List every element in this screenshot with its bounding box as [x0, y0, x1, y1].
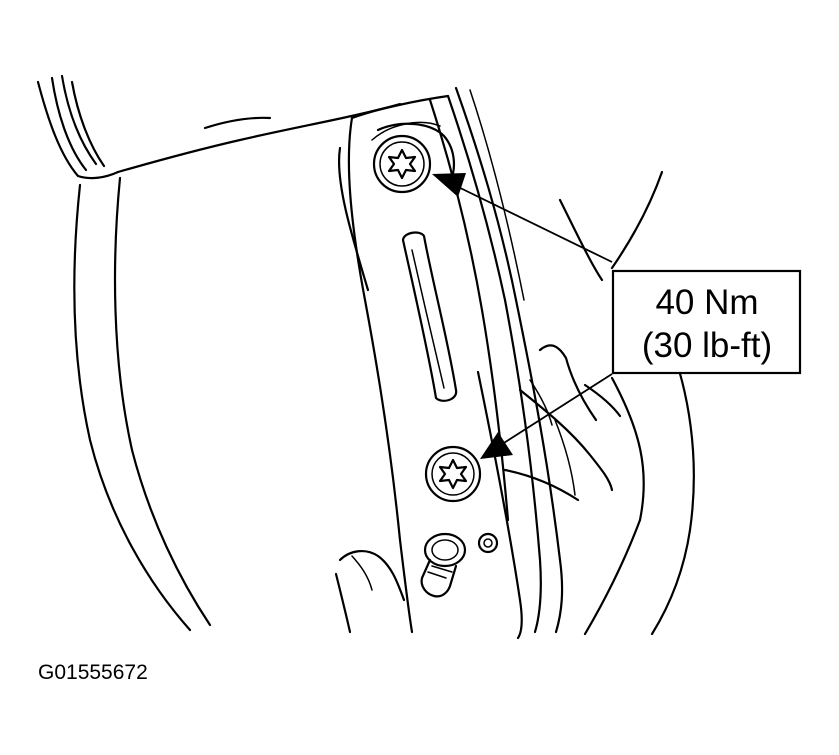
upper-leader-line — [447, 181, 613, 263]
upper-torx-bolt — [371, 121, 456, 194]
torque-callout-box — [611, 269, 802, 375]
lower-torx-bolt — [424, 445, 482, 503]
seat-body-outline — [36, 74, 402, 632]
upper-arrowhead — [432, 173, 466, 197]
callout-leaders — [432, 173, 613, 459]
torque-imperial-label: (30 lb-ft) — [642, 326, 772, 365]
stud-pin-icon — [420, 532, 499, 598]
torque-callout: 40 Nm (30 lb-ft) — [611, 269, 802, 375]
torque-metric-label: 40 Nm — [655, 283, 758, 322]
figure-code: G01555672 — [38, 661, 148, 684]
lower-leader-line — [495, 373, 613, 449]
lower-arrowhead — [480, 432, 513, 459]
seat-bracket — [334, 86, 695, 640]
